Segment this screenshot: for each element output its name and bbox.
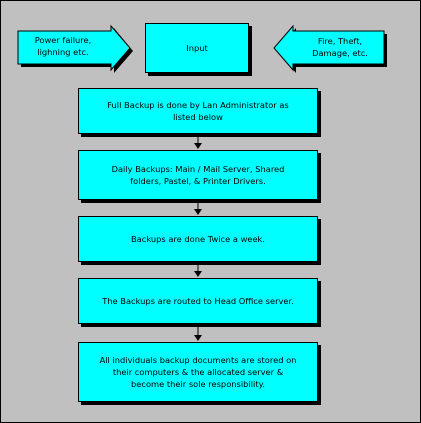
step-label-5: All individuals backup documents are sto… <box>99 355 297 389</box>
step-box-2: Daily Backups: Main / Mail Server, Share… <box>78 150 318 200</box>
step-label-4: The Backups are routed to Head Office se… <box>102 296 294 306</box>
connector-arrow-1 <box>194 134 202 149</box>
input-box: Input <box>145 23 249 73</box>
connector-arrow-4 <box>194 324 202 341</box>
connector-arrow-2 <box>194 200 202 215</box>
step-box-4: The Backups are routed to Head Office se… <box>78 278 318 324</box>
step-label-2: Daily Backups: Main / Mail Server, Share… <box>111 164 285 186</box>
input-label: Input <box>186 43 208 53</box>
step-label-1: Full Backup is done by Lan Administrator… <box>107 100 289 122</box>
step-box-3: Backups are done Twice a week. <box>78 216 318 262</box>
step-box-1: Full Backup is done by Lan Administrator… <box>78 88 318 134</box>
left-input-arrow-shape <box>17 24 133 73</box>
left-input-label: Power failure, lighning etc. <box>34 35 92 57</box>
right-input-label: Fire, Theft, Damage, etc. <box>312 36 368 58</box>
step-box-5: All individuals backup documents are sto… <box>78 342 318 402</box>
connector-arrow-3 <box>194 262 202 277</box>
step-label-3: Backups are done Twice a week. <box>130 234 266 244</box>
right-input-arrow-shape <box>273 24 387 73</box>
